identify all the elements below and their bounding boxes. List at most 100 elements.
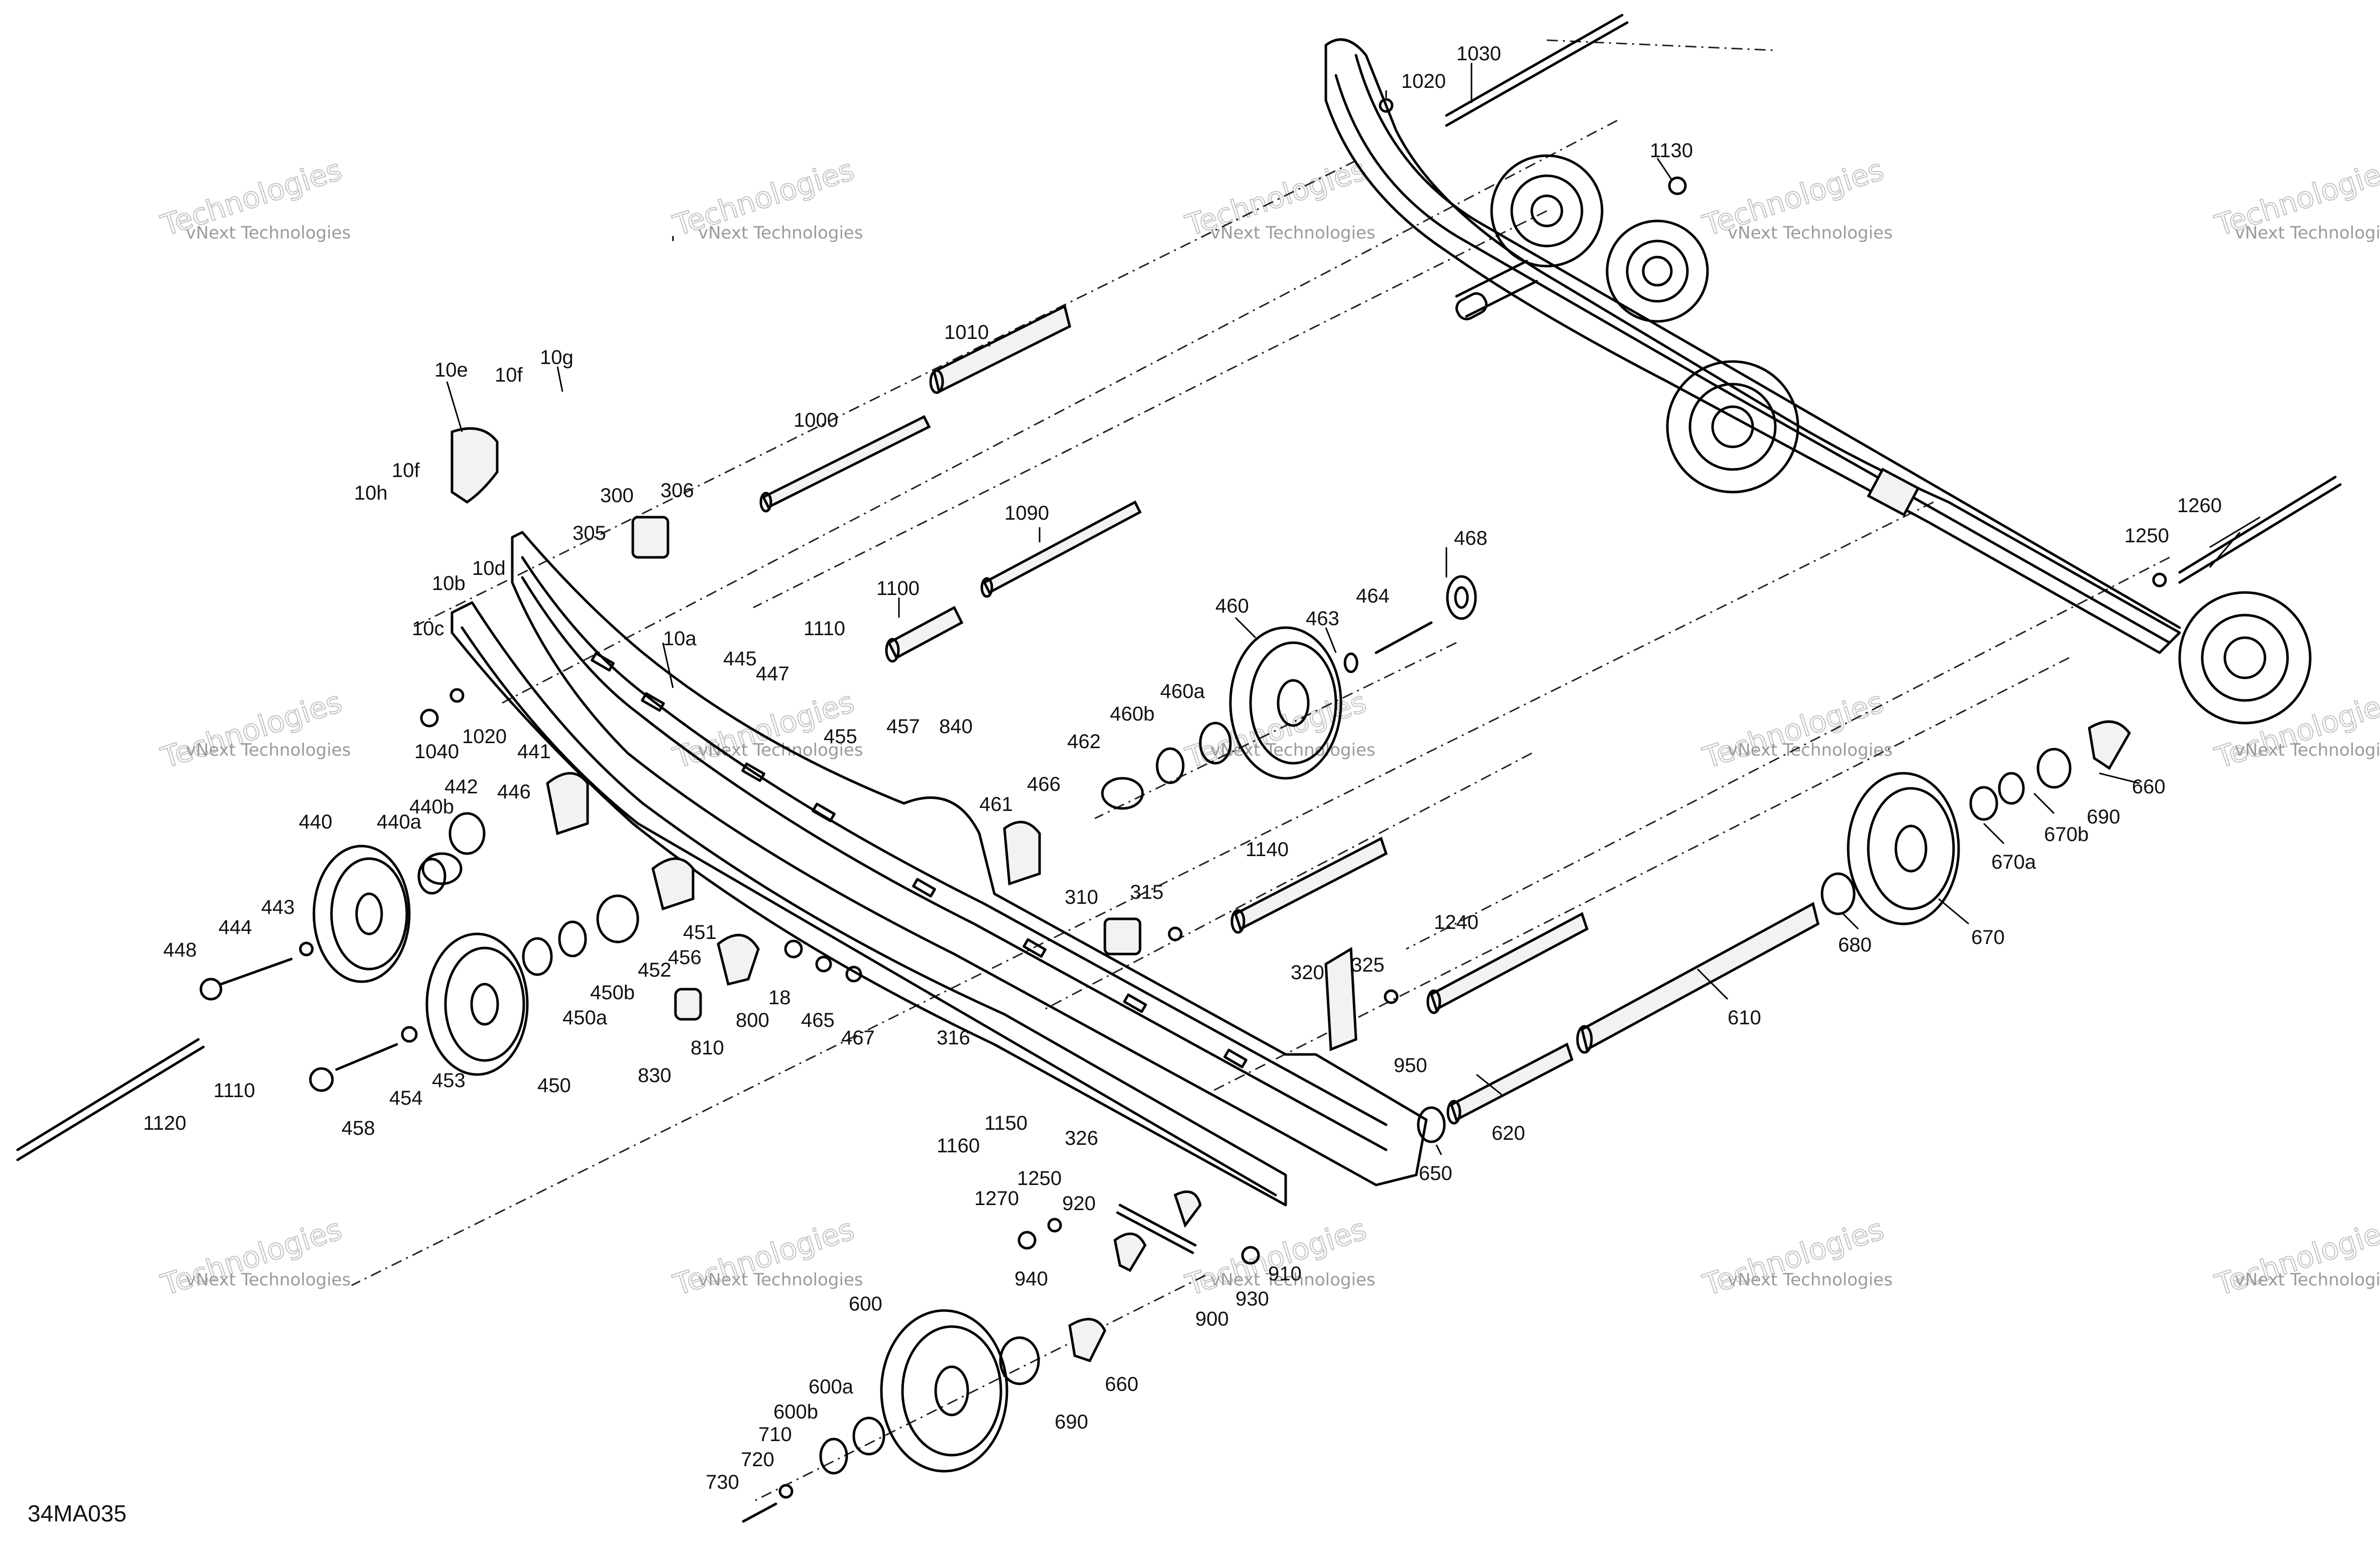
label-450a: 450a: [562, 1007, 608, 1029]
label-920: 920: [1062, 1193, 1096, 1215]
label-1130: 1130: [1650, 140, 1693, 162]
ring-450b: [558, 920, 587, 958]
label-452: 452: [638, 959, 671, 981]
bearing-440b: [448, 812, 486, 855]
label-1020: 1020: [1401, 70, 1446, 92]
label-620: 620: [1492, 1122, 1525, 1144]
label-10f: 10f: [495, 364, 523, 386]
washer-468: [1446, 575, 1477, 620]
washer-1250-lower: [1047, 1218, 1062, 1233]
label-10a: 10a: [663, 628, 697, 650]
label-660-2: 660: [1105, 1373, 1139, 1395]
cap-660-upper: [2088, 720, 2131, 770]
label-660: 660: [2132, 776, 2166, 798]
label-451: 451: [683, 921, 717, 943]
washer-443: [299, 941, 314, 957]
bolt-454: [335, 1043, 398, 1071]
label-1160: 1160: [937, 1135, 980, 1157]
label-10e: 10e: [434, 359, 468, 381]
label-1250: 1250: [2124, 525, 2169, 547]
label-830: 830: [638, 1064, 671, 1087]
nut-930: [1241, 1246, 1260, 1265]
shaft-1090: [982, 500, 1142, 595]
bracket-320: [1324, 946, 1357, 1051]
washer-315: [1168, 926, 1183, 941]
label-670b: 670b: [2044, 823, 2089, 846]
label-670: 670: [1971, 926, 2005, 948]
label-444: 444: [218, 916, 252, 938]
ring-670b: [1998, 772, 2025, 805]
label-10b: 10b: [432, 572, 466, 595]
watermark-text: vNext Technologies: [1210, 1270, 1376, 1290]
ring-460b: [1156, 747, 1185, 784]
label-320: 320: [1291, 962, 1324, 984]
cap-10e: [450, 427, 499, 504]
tube-610: [1580, 902, 1820, 1051]
tube-1100: [887, 606, 964, 660]
watermark-text: vNext Technologies: [186, 740, 351, 760]
washer-18: [784, 939, 803, 959]
shaft-1030: [1445, 14, 1624, 117]
watermark-text: vNext Technologies: [1728, 223, 1893, 243]
label-440b: 440b: [409, 796, 454, 818]
small-parts: [199, 98, 2167, 1523]
washer-463: [1343, 652, 1358, 673]
label-1000: 1000: [794, 409, 838, 431]
label-10f-2: 10f: [392, 459, 420, 482]
cap-660-lower: [1068, 1318, 1106, 1363]
watermark-text: vNext Technologies: [2235, 740, 2380, 760]
label-440: 440: [299, 811, 332, 833]
wheel-440: [312, 845, 411, 983]
wheel-460: [1229, 626, 1342, 780]
label-453: 453: [432, 1070, 466, 1092]
guide-680: [1821, 872, 1856, 915]
label-690: 690: [2087, 806, 2120, 828]
rail-slots: [591, 652, 1248, 1069]
label-1120: 1120: [143, 1112, 186, 1134]
right-rail-assembly: [1324, 38, 2312, 725]
label-460b: 460b: [1110, 703, 1155, 725]
label-1250-2: 1250: [1017, 1167, 1062, 1190]
tube-1140: [1233, 837, 1388, 931]
leader-lines: [446, 63, 2260, 1155]
watermark-text: vNext Technologies: [1210, 223, 1376, 243]
label-306: 306: [660, 480, 694, 502]
label-18: 18: [768, 987, 791, 1009]
label-316: 316: [937, 1027, 970, 1049]
label-465: 465: [801, 1009, 835, 1031]
left-rail-assembly: [450, 531, 1428, 1207]
label-650: 650: [1419, 1162, 1452, 1184]
washer-1020: [449, 688, 465, 703]
block-800: [717, 933, 760, 986]
washer-650: [1417, 1106, 1446, 1143]
label-1140: 1140: [1245, 839, 1289, 861]
label-810: 810: [691, 1037, 724, 1059]
label-464: 464: [1356, 585, 1390, 607]
ring-690-lower: [999, 1336, 1040, 1385]
shaft-1260: [2178, 476, 2337, 574]
label-458: 458: [342, 1117, 375, 1139]
washer-325: [1384, 989, 1399, 1004]
watermark-text: vNext Technologies: [698, 740, 863, 760]
label-800: 800: [736, 1009, 769, 1031]
label-326: 326: [1065, 1127, 1098, 1149]
wheel-670: [1847, 772, 1960, 925]
right-rail-wheel-4: [2178, 591, 2312, 725]
block-310: [1103, 917, 1142, 956]
label-1030: 1030: [1456, 43, 1501, 65]
label-462: 462: [1067, 731, 1101, 753]
watermark-text: vNext Technologies: [1728, 1270, 1893, 1290]
watermark-text: vNext Technologies: [698, 223, 863, 243]
cap-458: [309, 1067, 334, 1092]
label-300: 300: [600, 485, 634, 507]
label-461: 461: [979, 793, 1013, 815]
right-rail-outer: [1324, 38, 2181, 654]
wheel-600: [880, 1309, 1008, 1473]
label-1010: 1010: [944, 321, 989, 343]
ring-690-upper: [2036, 748, 2072, 789]
nut-1270: [1017, 1231, 1037, 1250]
label-440a: 440a: [377, 811, 422, 833]
bearing-600a: [852, 1416, 885, 1456]
label-1150: 1150: [984, 1112, 1028, 1134]
label-450: 450: [537, 1075, 571, 1097]
